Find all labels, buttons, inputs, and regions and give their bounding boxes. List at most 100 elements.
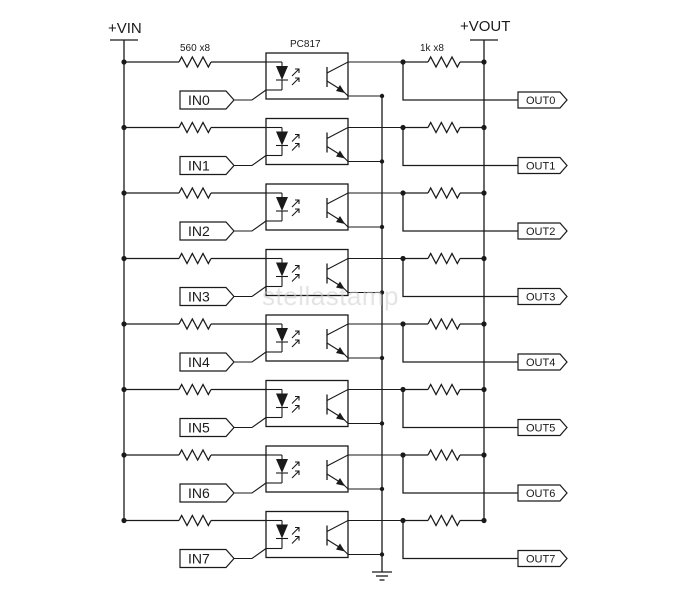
emitter-to-ground-wire-3 [342, 287, 382, 294]
emitter-arrow-icon-1 [336, 150, 345, 159]
led-icon-1 [276, 131, 288, 146]
output-wire-3 [402, 258, 518, 298]
emitter-arrow-icon-0 [336, 85, 345, 93]
output-resistor-5 [427, 383, 461, 396]
led-icon-0 [276, 66, 288, 80]
collector-wire-5 [326, 388, 403, 401]
output-tag-7 [517, 549, 568, 568]
vout-junction-5 [481, 386, 487, 393]
led-icon-6 [276, 459, 288, 473]
output-wire-6 [402, 455, 518, 494]
light-arrow-lower-1 [291, 142, 300, 151]
output-tag-5 [517, 418, 568, 437]
input-tag-4 [179, 352, 235, 372]
input-label-3: IN3 [188, 289, 210, 305]
output-label-5: OUT5 [526, 423, 555, 435]
emitter-arrow-icon-7 [336, 543, 345, 552]
input-resistor-6 [178, 448, 212, 462]
ground-junction-4 [379, 355, 385, 361]
vout-junction-3 [481, 255, 487, 262]
vout-junction-6 [481, 452, 487, 458]
vout-junction-2 [481, 190, 487, 196]
vin-label: +VIN [108, 20, 142, 37]
output-wire-2 [402, 193, 518, 232]
ground-junction-6 [379, 486, 385, 492]
input-resistor-0 [178, 55, 212, 69]
light-arrow-lower-2 [291, 208, 300, 217]
output-tag-3 [517, 287, 568, 306]
light-arrow-upper-1 [291, 133, 300, 142]
led-icon-2 [276, 197, 288, 211]
emitter-to-ground-wire-1 [342, 156, 382, 163]
output-resistor-2 [427, 186, 461, 200]
output-label-1: OUT1 [526, 161, 555, 173]
input-tag-5 [179, 417, 235, 438]
light-arrow-upper-4 [291, 330, 300, 339]
input-tag-2 [179, 221, 235, 241]
emitter-to-ground-wire-6 [342, 483, 382, 490]
optocoupler-1 [265, 117, 349, 166]
collector-wire-2 [326, 192, 403, 205]
light-arrow-upper-0 [291, 68, 300, 77]
output-resistor-1 [427, 121, 461, 134]
emitter-arrow-icon-6 [336, 478, 345, 486]
input-wire-1 [234, 155, 267, 167]
vout-junction-0 [481, 59, 487, 65]
input-label-4: IN4 [188, 354, 210, 370]
led-icon-4 [276, 328, 288, 342]
optocoupler-7 [265, 510, 349, 559]
input-tag-1 [179, 155, 235, 176]
light-arrow-lower-5 [291, 404, 300, 413]
output-wire-1 [402, 127, 518, 167]
ground-junction-7 [379, 552, 385, 557]
collector-wire-7 [326, 519, 403, 532]
input-resistor-5 [178, 383, 212, 396]
ground-junction-3 [379, 290, 385, 295]
ground-junction-1 [379, 159, 385, 164]
emitter-to-ground-wire-7 [342, 549, 382, 556]
light-arrow-upper-6 [291, 461, 300, 470]
input-resistor-4 [178, 317, 212, 331]
output-resistor-7 [427, 514, 461, 527]
output-tag-4 [517, 353, 568, 371]
emitter-arrow-icon-2 [336, 216, 345, 224]
light-arrow-upper-2 [291, 199, 300, 208]
ground-junction-0 [379, 93, 385, 99]
vout-label: +VOUT [460, 18, 510, 35]
output-resistor-3 [427, 252, 461, 265]
emitter-arrow-icon-4 [336, 347, 345, 355]
light-arrow-upper-7 [291, 526, 300, 535]
input-resistor-7 [178, 514, 212, 527]
optocoupler-3 [265, 248, 349, 297]
output-tag-2 [517, 222, 568, 240]
output-tag-1 [517, 156, 568, 175]
output-wire-0 [402, 62, 518, 101]
optocoupler-5 [265, 379, 349, 428]
emitter-arrow-icon-3 [336, 281, 345, 290]
ground-junction-5 [379, 421, 385, 426]
input-label-7: IN7 [188, 551, 210, 567]
light-arrow-lower-0 [291, 77, 300, 86]
input-tag-6 [179, 483, 235, 503]
light-arrow-upper-3 [291, 264, 300, 273]
input-label-2: IN2 [188, 223, 210, 239]
light-arrow-lower-7 [291, 535, 300, 544]
light-arrow-lower-6 [291, 470, 300, 479]
circuit-wiring [110, 39, 498, 581]
watermark: stellastamp [262, 281, 399, 311]
output-tag-6 [517, 484, 568, 502]
led-icon-3 [276, 262, 288, 277]
output-resistor-label: 1k x8 [420, 43, 444, 54]
input-resistor-3 [178, 252, 212, 265]
optocoupler-6 [265, 445, 349, 493]
ground-junction-2 [379, 224, 385, 230]
vout-junction-7 [481, 517, 487, 524]
input-wire-4 [234, 351, 267, 363]
light-arrow-lower-4 [291, 339, 300, 348]
